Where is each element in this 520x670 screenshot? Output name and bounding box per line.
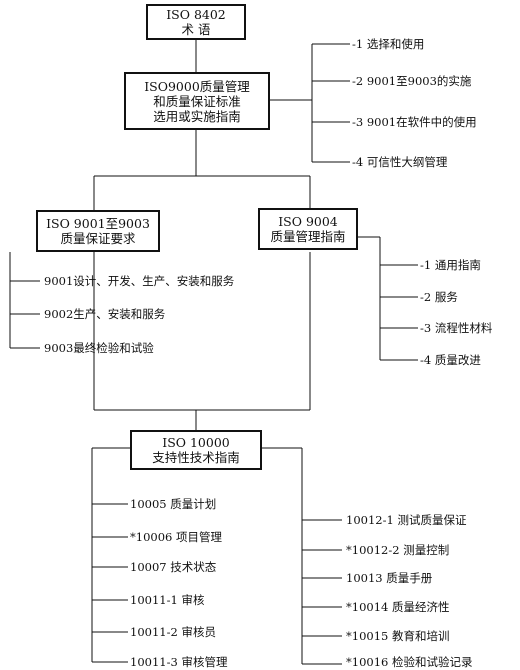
iso10000-right-item: *10012-2 测量控制 — [346, 543, 450, 557]
iso10000-right-item: *10016 检验和试验记录 — [346, 655, 473, 669]
box-line: 术 语 — [181, 22, 211, 37]
iso9004-part: -1 通用指南 — [420, 258, 481, 272]
iso9004-part: -3 流程性材料 — [420, 321, 493, 335]
box-iso9004: ISO 9004 质量管理指南 — [258, 208, 358, 250]
box-iso9000: ISO9000质量管理 和质量保证标准 选用或实施指南 — [124, 72, 270, 130]
box-line: 支持性技术指南 — [152, 450, 240, 465]
iso9004-part: -2 服务 — [420, 290, 458, 304]
iso9000-part: -4 可信性大纲管理 — [352, 155, 448, 169]
iso9004-part: -4 质量改进 — [420, 353, 481, 367]
iso10000-left-item: *10006 项目管理 — [130, 530, 222, 544]
iso10000-left-item: 10011-2 审核员 — [130, 625, 216, 639]
iso10000-left-item: 10011-1 审核 — [130, 593, 205, 607]
box-line: 选用或实施指南 — [153, 108, 241, 124]
iso9001-9003-part: 9001设计、开发、生产、安装和服务 — [44, 274, 235, 288]
box-line: ISO9000质量管理 — [144, 78, 250, 94]
box-line: ISO 9001至9003 — [46, 216, 150, 231]
iso9000-part: -2 9001至9003的实施 — [352, 74, 472, 88]
box-line: 和质量保证标准 — [153, 93, 241, 109]
box-line: 质量管理指南 — [270, 229, 346, 244]
iso10000-right-item: *10014 质量经济性 — [346, 600, 450, 614]
iso9001-9003-part: 9003最终检验和试验 — [44, 341, 154, 355]
iso9000-part: -1 选择和使用 — [352, 37, 425, 51]
iso9000-part: -3 9001在软件中的使用 — [352, 115, 477, 129]
box-line: ISO 8402 — [166, 7, 226, 22]
iso10000-left-item: 10011-3 审核管理 — [130, 655, 228, 669]
iso10000-left-item: 10007 技术状态 — [130, 560, 217, 574]
box-line: ISO 10000 — [162, 435, 230, 450]
iso10000-right-item: 10012-1 测试质量保证 — [346, 513, 467, 527]
box-line: ISO 9004 — [278, 214, 338, 229]
box-iso9001-9003: ISO 9001至9003 质量保证要求 — [36, 210, 160, 252]
iso10000-left-item: 10005 质量计划 — [130, 497, 217, 511]
box-line: 质量保证要求 — [60, 231, 136, 246]
box-iso10000: ISO 10000 支持性技术指南 — [130, 430, 262, 470]
box-iso8402: ISO 8402 术 语 — [146, 4, 246, 40]
iso9001-9003-part: 9002生产、安装和服务 — [44, 307, 166, 321]
iso10000-right-item: *10015 教育和培训 — [346, 629, 450, 643]
iso10000-right-item: 10013 质量手册 — [346, 571, 433, 585]
